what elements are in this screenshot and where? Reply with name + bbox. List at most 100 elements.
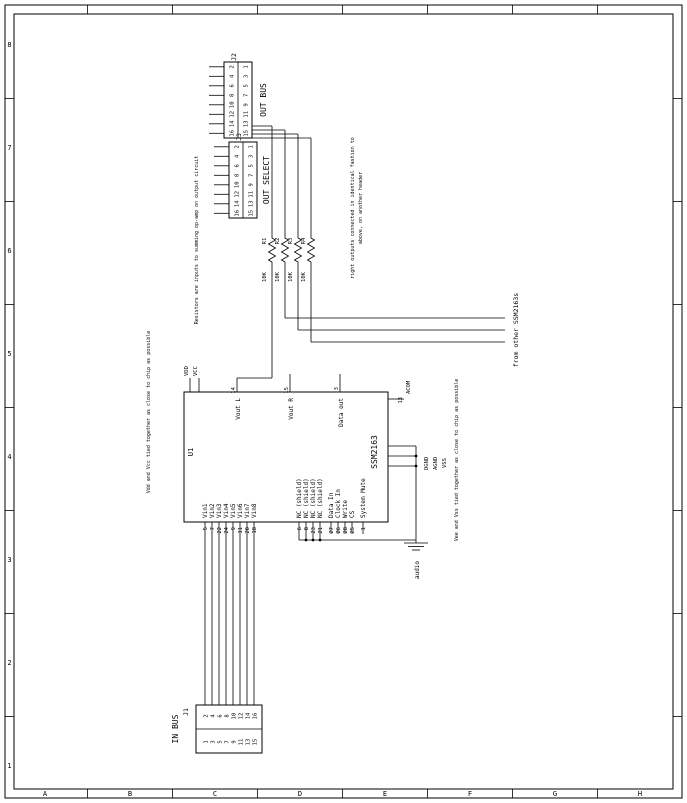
ic-control-pins-5-num: 26 [336, 527, 342, 534]
resistor-symbol [306, 232, 316, 268]
ic-input-pins-7-label: Vin8 [251, 503, 258, 518]
sheet-frame-rows-5: 3 [7, 556, 11, 564]
resistor-symbols [267, 232, 316, 268]
sheet-border-outer [4, 4, 683, 799]
ic-control-pins-6-num: 28 [343, 527, 349, 534]
resistors-3-ref: R4 [301, 237, 307, 244]
connectors-j1-label: IN BUS [171, 714, 180, 743]
notes-audio-ground: audio [414, 561, 421, 579]
connectors-j3-col-b-2: 5 [249, 164, 255, 167]
connectors-j2-col-b-7: 15 [244, 130, 250, 137]
ic-control-pins-4-num: 27 [329, 527, 335, 534]
ic-input-pins-0-num: 5 [203, 527, 209, 530]
ic-part: SSM2163 [370, 435, 379, 469]
ic-right-pins-grounds-0: DGND [424, 457, 430, 470]
notes-right-rail-note: Vee and Vss tied together as close to ch… [454, 379, 460, 542]
ic-input-pins-5-label: Vin6 [237, 503, 244, 518]
connectors-j2-col-a-0: 2 [230, 65, 236, 68]
resistors-1-value: 10K [275, 271, 281, 282]
junction-dot [311, 538, 315, 542]
ic-control-pins-8-num: 1 [361, 527, 367, 530]
connectors-j3-col-a-5: 12 [235, 191, 241, 198]
connectors-j1-row-b-1: 3 [211, 740, 217, 743]
sheet-frame-cols-0: A [43, 790, 48, 798]
ic-input-pins-1-num: 7 [210, 527, 216, 530]
ic-right-pins-acom-num: 13 [398, 397, 404, 404]
connectors-j2-col-b-6: 13 [244, 120, 250, 127]
connectors-j3-col-a-2: 6 [235, 164, 241, 167]
sheet-frame-rows-4: 4 [7, 453, 11, 461]
notes-from-other: from other SSM2163s [512, 293, 520, 367]
ic-input-pins-4-num: 9 [231, 527, 237, 530]
connectors-j3-col-b-1: 3 [249, 155, 255, 158]
connectors-j2-col-a-7: 16 [230, 130, 236, 137]
connectors-j1-ref: J1 [182, 708, 190, 716]
junction-dot [414, 464, 418, 468]
connectors-j3-col-a-4: 10 [235, 181, 241, 188]
sheet-frame-rows-0: 8 [7, 41, 11, 49]
connectors-j1-row-a-6: 14 [246, 712, 252, 719]
ic-output-pins-2-num: 3 [334, 387, 340, 390]
connectors-j1-row-b-2: 5 [218, 740, 224, 743]
connectors-j3-col-a-3: 8 [235, 174, 241, 177]
sheet-frame-cols-5: F [468, 790, 472, 798]
ic-control-pins-3-label: NC (shield) [317, 478, 324, 518]
sheet-frame-cols-1: B [128, 790, 132, 798]
connectors-j3-col-b-4: 9 [249, 183, 255, 186]
connectors-j3-label: OUT SELECT [262, 156, 271, 204]
ic-right-pins-grounds-1: AGND [433, 457, 439, 470]
wires [189, 62, 505, 730]
ic-ref: U1 [187, 448, 195, 456]
sheet-frame-cols-4: E [383, 790, 387, 798]
resistors-3-value: 10K [301, 271, 307, 282]
ic-control-pins-1-num: 8 [304, 527, 310, 530]
connectors-j1-row-a-0: 2 [204, 714, 210, 717]
junction-dots [304, 454, 418, 542]
connectors-j1-row-a-7: 16 [253, 713, 259, 720]
ic-input-pins-5-num: 11 [238, 527, 244, 534]
resistors-0-ref: R1 [262, 238, 268, 245]
connectors-j3-col-b-7: 15 [249, 210, 255, 217]
connectors-j1-row-a-3: 8 [225, 714, 231, 717]
ic-input-pins-1-label: Vin2 [209, 503, 216, 518]
resistor-symbol [267, 232, 277, 268]
sheet-frame-rows-6: 2 [7, 659, 11, 667]
connectors-j1-row-b-0: 1 [204, 740, 210, 743]
connectors-j3-col-a-0: 2 [235, 145, 241, 148]
connectors-j3-col-b-6: 13 [249, 200, 255, 207]
ic-control-pins-5-label: Clock In [335, 489, 342, 518]
ic-control-pins-2-num: 23 [311, 527, 317, 534]
sheet-frame-cols-2: C [213, 790, 217, 798]
ic-right-pins-acom-label: ACOM [406, 380, 412, 394]
resistors-2-ref: R3 [288, 238, 294, 245]
ic-u1-body [183, 391, 389, 523]
resistors-1-ref: R2 [275, 238, 281, 245]
ic-input-pins-6-label: Vin7 [244, 503, 251, 518]
connectors-j3-col-b-0: 1 [249, 145, 255, 148]
junction-dot [304, 538, 308, 542]
connectors-j3-col-b-3: 7 [249, 174, 255, 177]
connectors-j3-col-b-5: 11 [249, 191, 255, 198]
sheet-frame-cols-7: H [638, 790, 642, 798]
ic-control-pins-2-label: NC (shield) [310, 478, 317, 518]
connectors-j1-row-a-4: 10 [232, 713, 238, 720]
ic-control-pins-6-label: Write [342, 500, 349, 518]
frame-ticks [5, 5, 682, 798]
connectors-j2-label: OUT BUS [259, 83, 268, 117]
ic-control-pins-7-label: CS [349, 510, 356, 518]
ic-control-pins-7-num: 25 [350, 527, 356, 534]
connectors-j2-col-a-6: 14 [230, 120, 236, 127]
sheet-frame-rows-7: 1 [7, 762, 11, 770]
connectors-j3-col-a-6: 14 [235, 200, 241, 207]
connectors-j2-col-b-4: 9 [244, 103, 250, 106]
ic-input-pins-2-num: 22 [217, 527, 223, 534]
connectors-j2-col-b-1: 3 [244, 75, 250, 78]
sheet-frame-rows-1: 7 [7, 144, 11, 152]
notes-left-rail-note: Vdd and Vcc tied together as close to ch… [146, 331, 152, 494]
sheet-frame-rows-2: 6 [7, 247, 11, 255]
connectors-j1-row-a-5: 12 [239, 713, 245, 720]
connectors-j2-col-b-5: 11 [244, 111, 250, 118]
